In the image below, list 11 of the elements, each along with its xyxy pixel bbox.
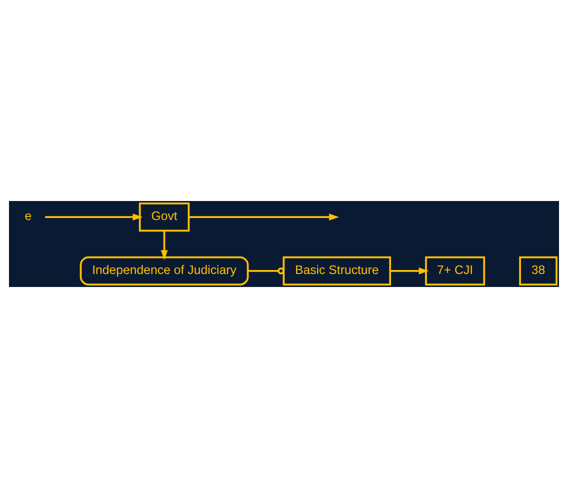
node-text: e: [24, 208, 32, 223]
arrow: [390, 266, 429, 274]
arrow: [188, 213, 340, 220]
arrow: [160, 230, 168, 260]
node-box: 38: [519, 256, 558, 285]
arrow: [45, 213, 143, 220]
node-box: Basic Structure: [282, 256, 392, 285]
node-box: Independence of Judiciary: [80, 256, 249, 285]
node-box: 7+ CJI: [425, 256, 486, 285]
connector: [248, 267, 284, 274]
node-box: Govt: [138, 202, 190, 232]
